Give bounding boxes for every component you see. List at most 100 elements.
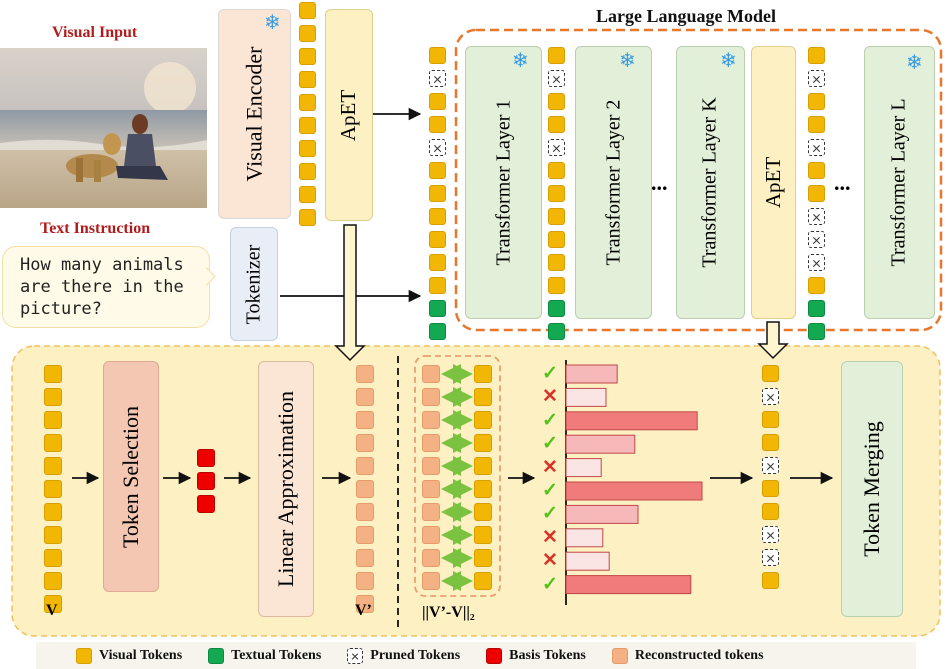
token xyxy=(548,323,565,340)
text-instruction-label: Text Instruction xyxy=(40,220,151,237)
token xyxy=(762,411,779,428)
token xyxy=(474,572,492,590)
legend-visual: Visual Tokens xyxy=(76,648,182,664)
token xyxy=(762,457,779,474)
token xyxy=(299,140,316,157)
token xyxy=(808,208,825,225)
token xyxy=(762,434,779,451)
check-icon: ✓ xyxy=(542,480,558,501)
token xyxy=(762,480,779,497)
snowflake-icon: ❄ xyxy=(264,12,281,34)
token xyxy=(44,457,62,475)
tokenizer-block: Tokenizer xyxy=(230,227,278,341)
token xyxy=(548,139,565,156)
token xyxy=(44,388,62,406)
token xyxy=(548,116,565,133)
token xyxy=(808,323,825,340)
token xyxy=(299,25,316,42)
token xyxy=(548,277,565,294)
check-icon: ✓ xyxy=(542,503,558,525)
token xyxy=(808,254,825,271)
token xyxy=(299,117,316,134)
legend-pruned: Pruned Tokens xyxy=(347,648,460,664)
token xyxy=(474,388,492,406)
token xyxy=(356,549,374,567)
legend-basis-swatch xyxy=(486,648,503,664)
token xyxy=(44,434,62,452)
snowflake-icon: ❄ xyxy=(619,50,636,72)
error-bar xyxy=(565,551,610,571)
token xyxy=(422,411,440,429)
cross-icon: ✕ xyxy=(542,386,558,408)
legend-strip xyxy=(36,642,916,669)
token xyxy=(474,411,492,429)
token xyxy=(762,388,779,405)
token xyxy=(44,572,62,590)
token xyxy=(429,231,446,248)
legend-reconstructed: Reconstructed tokens xyxy=(611,648,764,664)
snowflake-icon: ❄ xyxy=(906,52,923,74)
token xyxy=(429,93,446,110)
apet-llm-block: ApET xyxy=(751,46,796,319)
llm-border xyxy=(454,28,943,332)
token-selection-block: Token Selection xyxy=(103,361,159,592)
token xyxy=(808,162,825,179)
token xyxy=(429,185,446,202)
token xyxy=(429,116,446,133)
token xyxy=(356,411,374,429)
check-icon: ✓ xyxy=(542,363,558,384)
token xyxy=(44,480,62,498)
token xyxy=(474,480,492,498)
error-bars xyxy=(565,364,703,595)
error-bar xyxy=(565,481,703,501)
token-merging-block: Token Merging xyxy=(841,361,903,617)
token xyxy=(548,300,565,317)
token xyxy=(44,503,62,521)
token xyxy=(808,47,825,64)
token xyxy=(299,186,316,203)
token xyxy=(808,300,825,317)
token xyxy=(356,526,374,544)
token xyxy=(422,549,440,567)
token xyxy=(429,323,446,340)
snowflake-icon: ❄ xyxy=(720,50,737,72)
cross-icon: ✕ xyxy=(542,456,558,478)
token xyxy=(429,277,446,294)
token xyxy=(356,503,374,521)
token xyxy=(762,549,779,566)
error-bar xyxy=(565,411,698,431)
token xyxy=(808,277,825,294)
legend-textual: Textual Tokens xyxy=(208,648,321,664)
token xyxy=(422,457,440,475)
token xyxy=(356,388,374,406)
prompt-text: How many animals are there in the pictur… xyxy=(20,255,184,319)
tokenizer-label: Tokenizer xyxy=(242,244,265,324)
apet-block: ApET xyxy=(325,9,373,221)
check-icon: ✓ xyxy=(542,573,558,595)
token xyxy=(548,93,565,110)
error-bar xyxy=(565,575,692,595)
token xyxy=(299,209,316,226)
token xyxy=(762,572,779,589)
token xyxy=(197,449,215,467)
error-bar xyxy=(565,434,636,454)
token xyxy=(474,503,492,521)
error-bar xyxy=(565,387,607,407)
error-bar xyxy=(565,458,602,478)
token xyxy=(429,139,446,156)
token xyxy=(44,411,62,429)
token xyxy=(299,163,316,180)
token xyxy=(422,503,440,521)
error-bar xyxy=(565,364,618,384)
visual-encoder-block: Visual Encoder xyxy=(218,9,291,219)
ellipsis: ... xyxy=(834,170,851,195)
token xyxy=(474,365,492,383)
token xyxy=(44,365,62,383)
token xyxy=(44,595,62,613)
token xyxy=(762,365,779,382)
token xyxy=(422,365,440,383)
cross-icon: ✕ xyxy=(542,526,558,548)
token xyxy=(808,116,825,133)
legend-textual-swatch xyxy=(208,648,225,664)
error-bar xyxy=(565,528,604,548)
